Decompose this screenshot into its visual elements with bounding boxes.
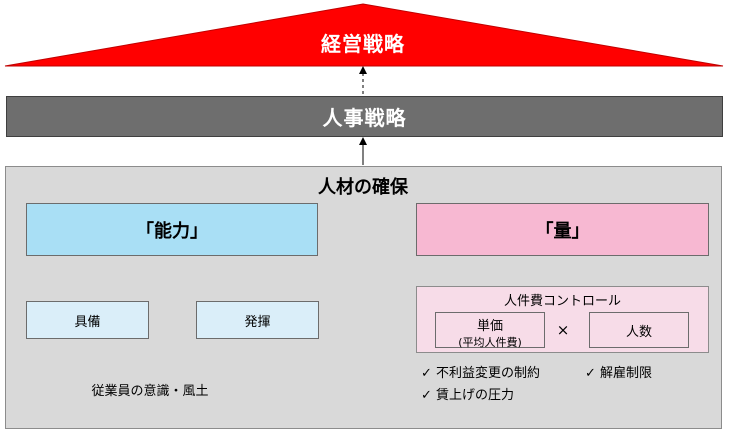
quantity-label: 「量」 <box>535 220 590 242</box>
hr-strategy-label: 人事戦略 <box>322 106 407 130</box>
constraint-item: ✓ 賃上げの圧力 <box>421 388 515 403</box>
possess-box: 具備 <box>26 301 149 339</box>
unit-price-note: (平均人件費) <box>458 336 522 349</box>
dashed-arrow-head <box>359 66 367 74</box>
hr-strategy-bar: 人事戦略 <box>6 96 723 137</box>
exercise-box: 発揮 <box>196 301 319 339</box>
management-strategy-label: 経営戦略 <box>321 31 405 56</box>
exercise-label: 発揮 <box>244 314 271 330</box>
cost-control-label: 人件費コントロール <box>503 293 621 309</box>
unit-price-label: 単価 <box>476 319 503 334</box>
culture-label: 従業員の意識・風土 <box>91 383 209 399</box>
panel-title: 人材の確保 <box>318 177 408 198</box>
possess-label: 具備 <box>74 314 101 330</box>
solid-arrow-head <box>359 137 367 145</box>
unit-price-box: 単価 (平均人件費) <box>435 312 545 349</box>
capability-label: 「能力」 <box>136 220 208 242</box>
quantity-box: 「量」 <box>416 203 709 256</box>
strategy-triangle <box>4 3 724 67</box>
constraint-item: ✓ 不利益変更の制約 <box>421 366 541 381</box>
headcount-label: 人数 <box>625 324 652 340</box>
multiply-sign: × <box>556 321 570 339</box>
constraint-item: ✓ 解雇制限 <box>585 366 653 381</box>
capability-box: 「能力」 <box>26 203 318 256</box>
headcount-box: 人数 <box>589 312 689 348</box>
